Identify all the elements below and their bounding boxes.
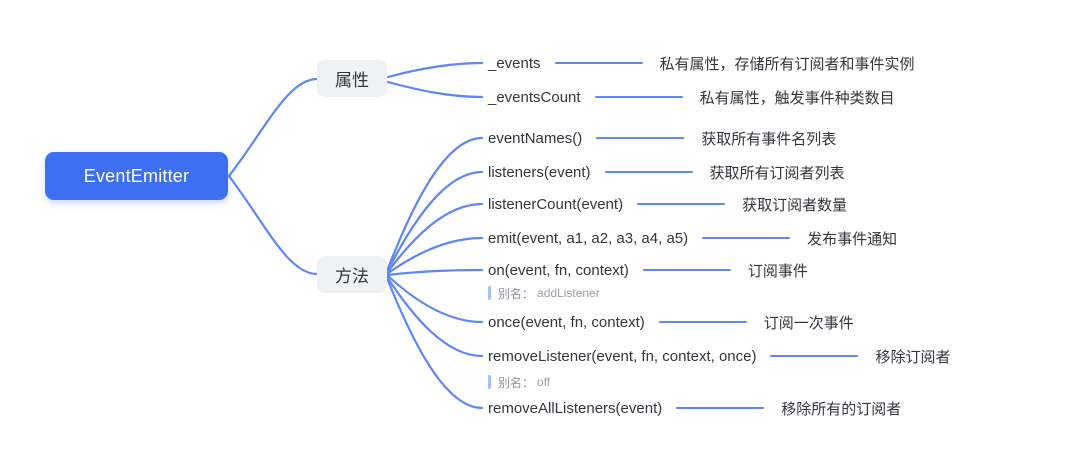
node-description[interactable]: 订阅一次事件 <box>763 314 854 332</box>
curve-root-properties <box>227 77 319 178</box>
curve-method-child <box>385 202 484 275</box>
connector-line <box>594 95 683 99</box>
connector-line <box>554 61 643 65</box>
node-description[interactable]: 私有属性，触发事件种类数目 <box>699 89 895 107</box>
node-label[interactable]: listeners(event) <box>488 163 591 181</box>
node-label[interactable]: listenerCount(event) <box>488 195 624 213</box>
mindmap-row-removealllisteners: removeAllListeners(event) 移除所有的订阅者 <box>488 398 901 418</box>
mindmap-row-on: on(event, fn, context) 订阅事件 <box>488 260 808 280</box>
curve-method-child <box>385 136 484 273</box>
curve-root-methods <box>227 174 319 276</box>
node-label[interactable]: eventNames() <box>488 129 583 147</box>
curve-prop-child <box>386 61 484 79</box>
alias-note-off[interactable]: 别名： off <box>488 374 550 390</box>
connector-line <box>676 406 765 410</box>
mindmap-row-emit: emit(event, a1, a2, a3, a4, a5) 发布事件通知 <box>488 228 897 248</box>
node-description[interactable]: 移除所有的订阅者 <box>781 400 902 418</box>
node-label[interactable]: emit(event, a1, a2, a3, a4, a5) <box>488 229 689 247</box>
note-label: 别名： <box>498 286 535 301</box>
connector-line <box>658 320 747 324</box>
root-node-label: EventEmitter <box>83 165 190 186</box>
connector-line <box>770 354 859 358</box>
node-description[interactable]: 获取所有订阅者列表 <box>709 164 845 182</box>
mindmap-row-listenercount: listenerCount(event) 获取订阅者数量 <box>488 194 847 214</box>
node-label[interactable]: removeAllListeners(event) <box>488 399 663 417</box>
branch-node-methods[interactable]: 方法 <box>317 256 387 293</box>
root-node-eventemitter[interactable]: EventEmitter <box>45 152 228 200</box>
note-value: addListener <box>537 286 600 300</box>
note-value: off <box>537 375 551 389</box>
alias-note-addlistener[interactable]: 别名： addListener <box>488 285 600 301</box>
branch-node-properties[interactable]: 属性 <box>317 60 387 97</box>
branch-label: 方法 <box>335 267 369 286</box>
node-description[interactable]: 获取订阅者数量 <box>742 196 848 214</box>
node-description[interactable]: 发布事件通知 <box>807 230 898 248</box>
node-label[interactable]: _events <box>488 54 541 72</box>
curve-method-child <box>386 274 484 324</box>
connector-line <box>702 236 791 240</box>
note-label: 别名： <box>498 375 535 390</box>
note-bar <box>488 286 491 300</box>
node-description[interactable]: 移除订阅者 <box>875 348 951 366</box>
branch-label: 属性 <box>335 71 369 90</box>
node-description[interactable]: 私有属性，存储所有订阅者和事件实例 <box>659 55 915 73</box>
connector-line <box>642 268 731 272</box>
note-bar <box>488 375 491 389</box>
curve-method-child <box>385 236 484 276</box>
mindmap-row-eventscount: _eventsCount 私有属性，触发事件种类数目 <box>488 87 895 107</box>
curve-method-child <box>385 170 484 274</box>
mindmap-row-removelistener: removeListener(event, fn, context, once)… <box>488 346 951 366</box>
curve-method-child <box>385 275 484 358</box>
mindmap-row-eventnames: eventNames() 获取所有事件名列表 <box>488 128 836 148</box>
mindmap-row-events: _events 私有属性，存储所有订阅者和事件实例 <box>488 53 915 73</box>
node-description[interactable]: 获取所有事件名列表 <box>701 130 837 148</box>
mindmap-row-listeners: listeners(event) 获取所有订阅者列表 <box>488 162 845 182</box>
curve-method-child <box>386 268 484 277</box>
node-label[interactable]: removeListener(event, fn, context, once) <box>488 347 757 365</box>
curve-method-child <box>385 276 484 410</box>
node-label[interactable]: _eventsCount <box>488 88 581 106</box>
connector-line <box>604 170 693 174</box>
connector-line <box>637 202 726 206</box>
curve-prop-child <box>386 80 484 99</box>
node-description[interactable]: 订阅事件 <box>747 262 808 280</box>
node-label[interactable]: once(event, fn, context) <box>488 313 645 331</box>
node-label[interactable]: on(event, fn, context) <box>488 261 629 279</box>
mindmap-row-once: once(event, fn, context) 订阅一次事件 <box>488 312 854 332</box>
connector-line <box>596 136 685 140</box>
